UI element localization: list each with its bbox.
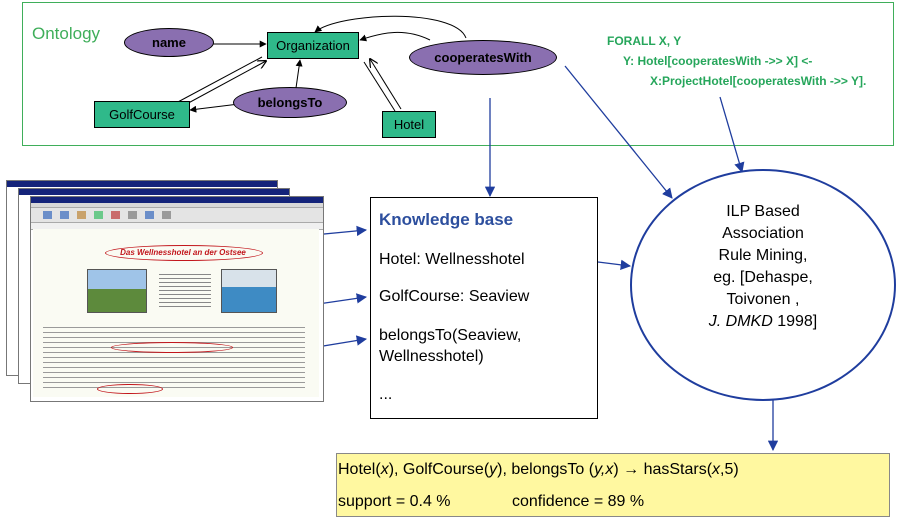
ilp-line-5: Toivonen , xyxy=(726,291,800,308)
kb-ellipsis: ... xyxy=(379,386,393,403)
node-cooperates-with: cooperatesWith xyxy=(409,40,557,75)
mined-rule-formula: Hotel(x), GolfCourse(y), belongsTo (y,x)… xyxy=(338,461,739,479)
arrow-rule-to-ilp xyxy=(719,96,745,173)
rule-part: ,5) xyxy=(720,461,739,478)
rule-line-2: Y: Hotel[cooperatesWith ->> X] <- xyxy=(623,54,813,68)
kb-fact-hotel: Hotel: Wellnesshotel xyxy=(379,251,525,268)
rule-support: support = 0.4 % xyxy=(338,493,451,510)
hotel-photo xyxy=(87,269,147,313)
ilp-citation-journal: J. DMKD xyxy=(708,313,773,330)
node-belongs-to: belongsTo xyxy=(233,87,347,118)
knowledge-base-title: Knowledge base xyxy=(379,210,514,229)
edge-cooperateswith-arc xyxy=(314,15,467,39)
web-pages-screenshot: Das Wellnesshotel an der Ostsee xyxy=(6,180,324,402)
rule-line-1: FORALL X, Y xyxy=(607,34,682,48)
rule-part: ) → hasStars( xyxy=(613,461,713,478)
kb-fact-golfcourse: GolfCourse: Seaview xyxy=(379,288,530,305)
ilp-line-4: eg. [Dehaspe, xyxy=(713,269,813,286)
mined-rule-box xyxy=(336,453,890,517)
ilp-citation-year: 1998] xyxy=(772,313,818,330)
browser-window-front: Das Wellnesshotel an der Ostsee xyxy=(30,196,324,402)
node-golf-course: GolfCourse xyxy=(94,101,190,128)
ilp-line-3: Rule Mining, xyxy=(718,247,808,264)
edge-hotel-organization-a xyxy=(363,61,396,112)
edge-hotel-organization-b xyxy=(370,59,402,110)
ilp-mining-ellipse xyxy=(630,169,896,401)
rule-var: x xyxy=(712,461,721,478)
pool-photo xyxy=(221,269,277,313)
arrow-ontology-to-ilp xyxy=(564,65,673,199)
rule-var: y,x xyxy=(594,461,614,478)
ilp-citation: J. DMKD 1998] xyxy=(630,313,896,331)
node-name: name xyxy=(124,28,214,57)
ontology-label: Ontology xyxy=(32,24,101,43)
web-page-heading: Das Wellnesshotel an der Ostsee xyxy=(120,248,246,257)
rule-var: y xyxy=(489,461,498,478)
rule-var: x xyxy=(380,461,389,478)
kb-fact-belongsto-2: Wellnesshotel) xyxy=(379,348,484,365)
node-organization: Organization xyxy=(267,32,359,59)
edge-golfcourse-organization-a xyxy=(175,56,263,104)
rule-confidence: confidence = 89 % xyxy=(512,493,645,510)
edge-belongsto-organization xyxy=(295,59,303,89)
ilp-line-1: ILP Based xyxy=(726,203,800,220)
rule-part: Hotel( xyxy=(338,461,381,478)
edge-cooperateswith-organization xyxy=(359,31,431,42)
knowledge-base-box xyxy=(370,197,598,419)
ilp-line-2: Association xyxy=(722,225,804,242)
rule-part: ), GolfCourse( xyxy=(388,461,490,478)
node-hotel: Hotel xyxy=(382,111,436,138)
edge-belongsto-golfcourse xyxy=(189,103,240,113)
arrow-kb-to-ilp xyxy=(597,259,632,270)
kb-fact-belongsto-1: belongsTo(Seaview, xyxy=(379,327,522,344)
rule-line-3: X:ProjectHotel[cooperatesWith ->> Y]. xyxy=(650,74,867,88)
rule-part: ), belongsTo ( xyxy=(497,461,595,478)
edge-golfcourse-organization-b xyxy=(180,61,266,108)
